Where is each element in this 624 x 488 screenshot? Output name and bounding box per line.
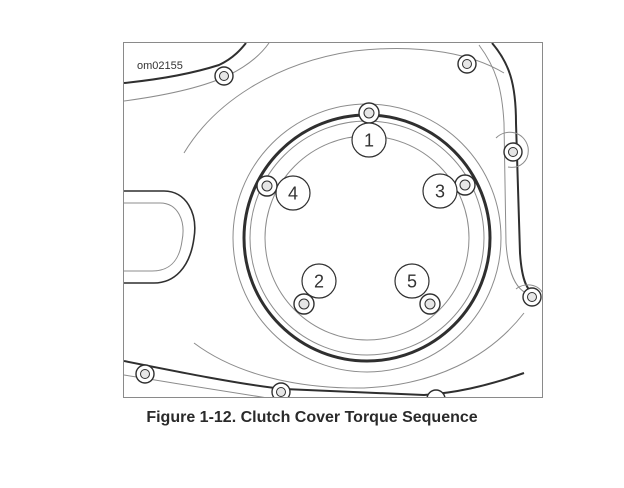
clutch-bolt-5 (419, 293, 441, 315)
sequence-callout-1: 1 (351, 122, 387, 158)
primary-bolt-top-center (457, 54, 477, 74)
sequence-number-3: 3 (435, 182, 445, 202)
sequence-callout-2: 2 (301, 263, 337, 299)
primary-bolt-right-lower (522, 287, 542, 307)
clutch-bolt-3 (454, 174, 476, 196)
clutch-cover-illustration: 1 4 3 2 5 (124, 43, 542, 397)
inspection-slot-inner (124, 202, 184, 272)
sequence-number-4: 4 (288, 184, 298, 204)
clutch-bolt-2 (293, 293, 315, 315)
sequence-callout-3: 3 (422, 173, 458, 209)
primary-cover-right-inner (478, 44, 527, 294)
primary-bolt-right-upper (503, 142, 523, 162)
figure-frame: 1 4 3 2 5 om02155 (123, 42, 543, 398)
clutch-bolt-1 (358, 102, 380, 124)
primary-bolt-top-left (214, 66, 234, 86)
sequence-number-5: 5 (407, 272, 417, 292)
right-boss-lower (515, 284, 542, 293)
primary-bolt-bottom-left (135, 364, 155, 384)
primary-cover-lower-arc (193, 312, 525, 389)
figure-id: om02155 (137, 60, 183, 72)
figure-caption: Figure 1-12. Clutch Cover Torque Sequenc… (146, 409, 478, 426)
primary-cover-right-edge (491, 43, 535, 294)
primary-bolt-bottom-right (426, 389, 446, 397)
sequence-number-1: 1 (364, 131, 374, 151)
inspection-slot (124, 190, 196, 284)
clutch-bolt-4 (256, 175, 278, 197)
sequence-number-2: 2 (314, 272, 324, 292)
right-boss-upper (495, 131, 529, 168)
primary-cover-top-edge (124, 43, 247, 84)
primary-cover-bottom-edge (124, 360, 525, 397)
primary-bolt-bottom-center (271, 382, 291, 397)
sequence-callout-5: 5 (394, 263, 430, 299)
sequence-callout-4: 4 (275, 175, 311, 211)
